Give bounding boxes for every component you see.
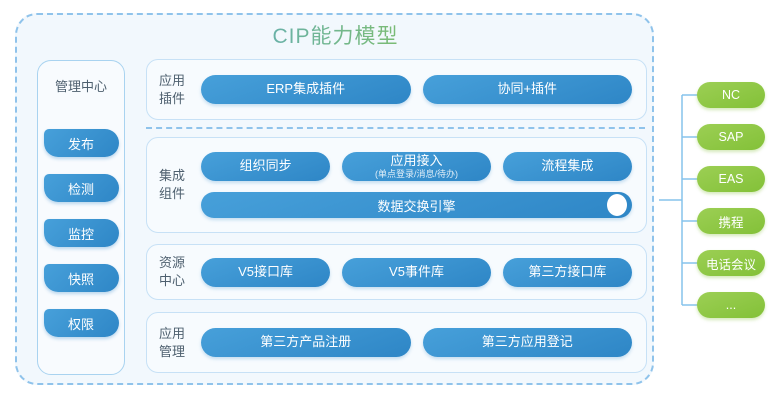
- diagram-title: CIP能力模型: [15, 20, 656, 50]
- ext-system-more: ...: [697, 292, 765, 318]
- sidebar-item-permission: 权限: [43, 309, 119, 337]
- btn-v5-interface-lib: V5接口库: [201, 257, 331, 287]
- app-management-row: 应用 管理 第三方产品注册 第三方应用登记: [146, 312, 647, 373]
- ext-system-eas: EAS: [697, 166, 765, 192]
- app-plugins-row: 应用 插件 ERP集成插件 协同+插件: [146, 59, 647, 120]
- sidebar-item-monitor: 监控: [43, 219, 119, 247]
- btn-app-access: 应用接入 (单点登录/消息/待办): [342, 152, 491, 181]
- management-center-title: 管理中心: [54, 79, 107, 94]
- app-management-buttons: 第三方产品注册 第三方应用登记: [201, 328, 632, 357]
- sidebar-item-publish: 发布: [43, 129, 119, 157]
- btn-process-integration: 流程集成: [502, 152, 632, 181]
- sidebar-item-snapshot: 快照: [43, 264, 119, 292]
- management-center-panel: 管理中心 发布 检测 监控 快照 权限: [37, 60, 125, 375]
- app-plugins-buttons: ERP集成插件 协同+插件: [201, 75, 632, 104]
- integration-components-row: 集成 组件 组织同步 应用接入 (单点登录/消息/待办) 流程集成 数据交换引擎: [146, 137, 647, 233]
- btn-data-exchange-engine: 数据交换引擎: [201, 192, 632, 218]
- ext-system-ctrip: 携程: [697, 208, 765, 234]
- resource-center-buttons: V5接口库 V5事件库 第三方接口库: [201, 257, 632, 287]
- resource-center-label: 资源 中心: [159, 255, 186, 288]
- app-management-label: 应用 管理: [159, 325, 186, 359]
- dashed-separator: [146, 127, 645, 129]
- management-center-items: 发布 检测 监控 快照 权限: [38, 129, 124, 337]
- btn-collab-plugin: 协同+插件: [422, 75, 632, 104]
- resource-center-row: 资源 中心 V5接口库 V5事件库 第三方接口库: [146, 244, 647, 300]
- integration-components-buttons: 组织同步 应用接入 (单点登录/消息/待办) 流程集成 数据交换引擎: [201, 152, 632, 218]
- ext-system-conference-call: 电话会议: [697, 250, 765, 276]
- btn-third-party-interface-lib: 第三方接口库: [502, 257, 632, 287]
- connector-tree: [659, 94, 698, 306]
- engine-endpoint-dot: [607, 194, 627, 216]
- sidebar-item-detect: 检测: [43, 174, 119, 202]
- integration-components-label: 集成 组件: [159, 168, 186, 201]
- ext-system-sap: SAP: [697, 124, 765, 150]
- btn-third-party-app-register: 第三方应用登记: [422, 328, 632, 357]
- btn-third-party-product-register: 第三方产品注册: [201, 328, 411, 357]
- btn-erp-plugin: ERP集成插件: [201, 75, 411, 104]
- btn-v5-event-lib: V5事件库: [342, 257, 491, 287]
- btn-org-sync: 组织同步: [201, 152, 331, 181]
- app-plugins-label: 应用 插件: [159, 72, 186, 106]
- btn-app-access-sublabel: (单点登录/消息/待办): [375, 168, 458, 179]
- ext-system-nc: NC: [697, 82, 765, 108]
- external-systems-column: NC SAP EAS 携程 电话会议 ...: [697, 82, 765, 318]
